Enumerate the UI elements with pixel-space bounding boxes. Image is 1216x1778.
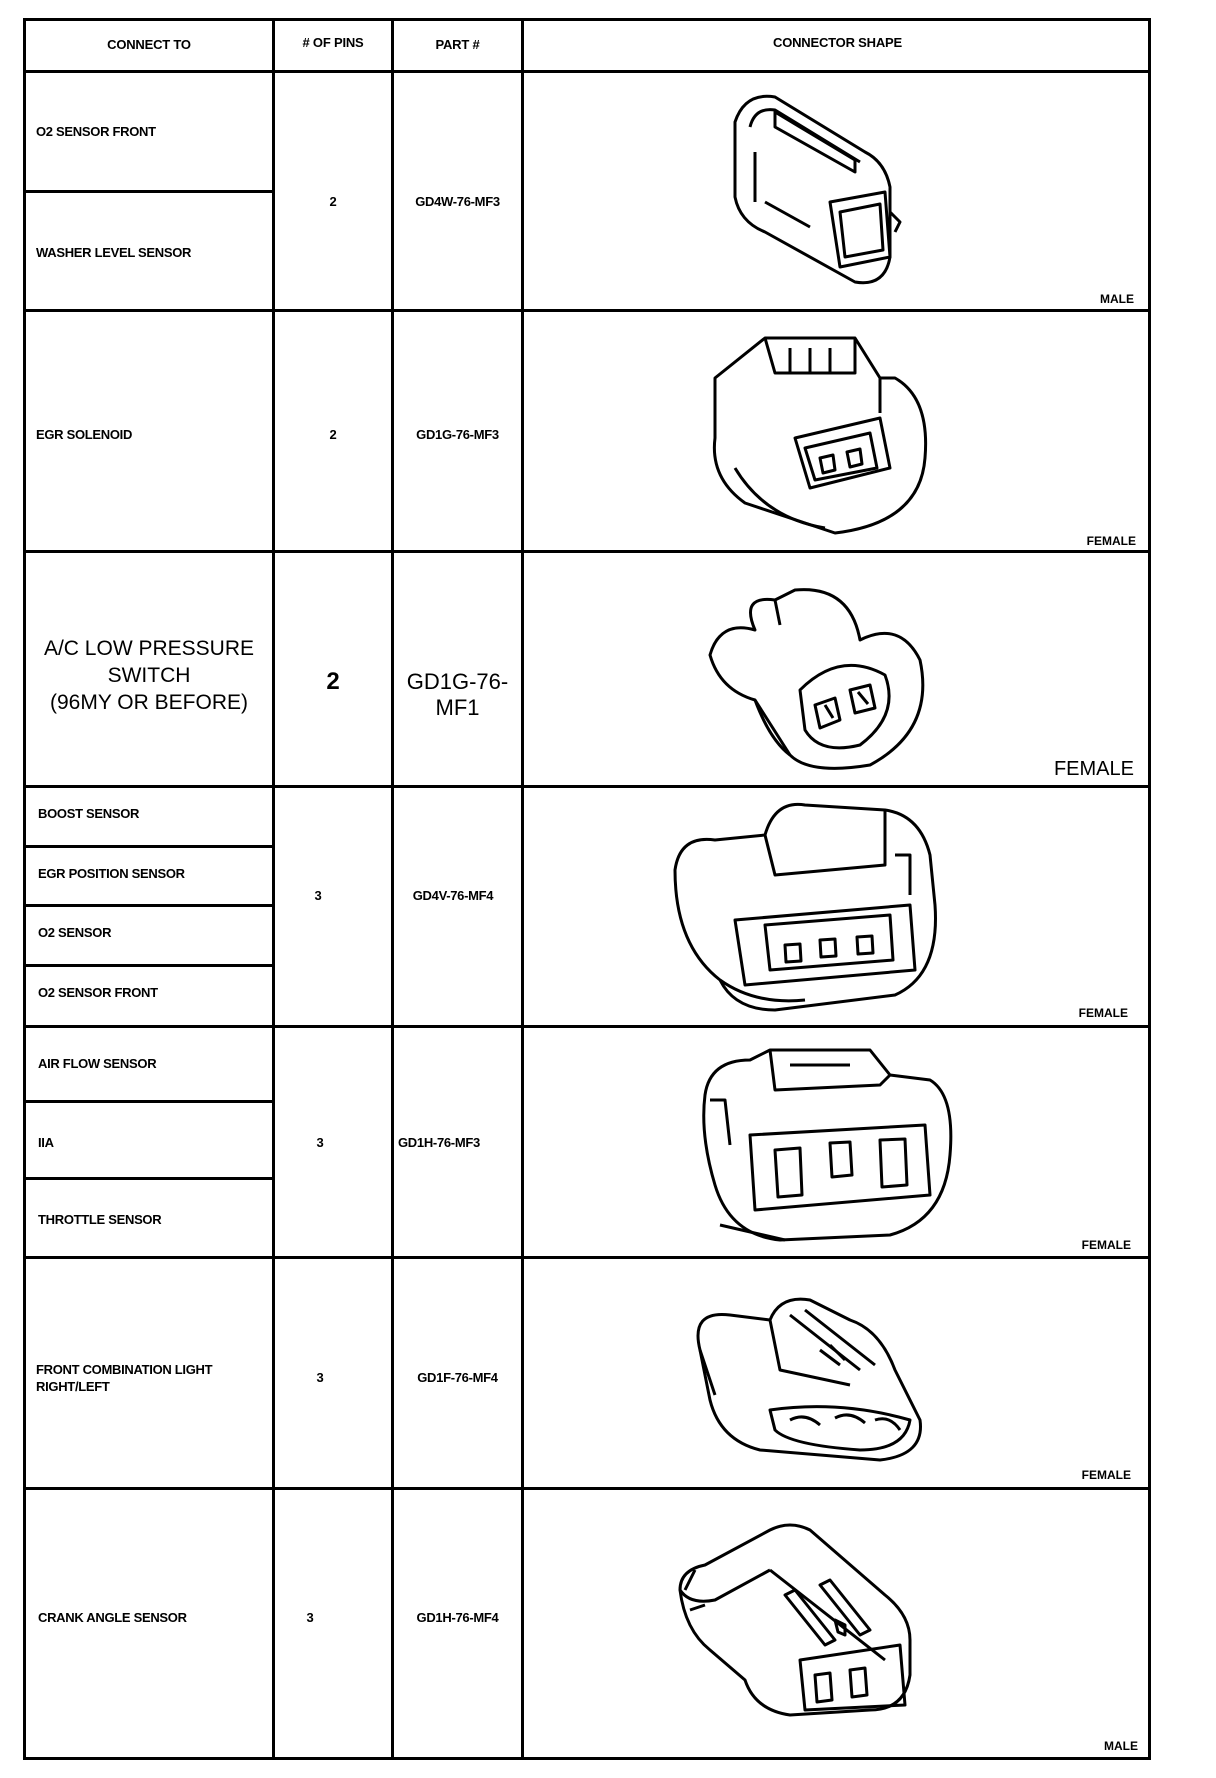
connect-to-line: A/C LOW PRESSURE — [43, 637, 255, 660]
header-divider — [23, 70, 1151, 73]
pin-count: 3 — [316, 1370, 324, 1385]
pin-count: 3 — [306, 1610, 314, 1625]
connect-to-label: EGR POSITION SENSOR — [38, 866, 185, 881]
subrow-divider — [23, 964, 273, 967]
gender-label: MALE — [1104, 1739, 1138, 1753]
pin-count: 2 — [326, 668, 340, 695]
two-pin-female-connector-icon — [712, 336, 928, 535]
connect-to-line: SWITCH — [107, 664, 191, 687]
group-divider — [23, 309, 1151, 312]
gender-label: FEMALE — [1078, 1006, 1128, 1020]
pin-count: 2 — [329, 427, 337, 442]
column-divider — [272, 18, 275, 1760]
gender-label: FEMALE — [1081, 1238, 1131, 1252]
gender-label: FEMALE — [1081, 1468, 1131, 1482]
subrow-divider — [23, 904, 273, 907]
part-number: GD1H-76-MF3 — [398, 1135, 480, 1150]
gender-label: FEMALE — [1053, 758, 1134, 780]
group-divider — [23, 1256, 1151, 1259]
group-divider — [23, 1025, 1151, 1028]
connect-to-label: O2 SENSOR FRONT — [36, 124, 156, 139]
connect-to-label: O2 SENSOR FRONT — [38, 985, 158, 1000]
two-pin-round-female-connector-icon — [708, 588, 925, 770]
header-connect-to: CONNECT TO — [107, 37, 191, 52]
group-divider — [23, 550, 1151, 553]
subrow-divider — [23, 190, 273, 193]
table-frame — [23, 18, 1151, 1760]
connect-to-line: RIGHT/LEFT — [36, 1379, 110, 1394]
subrow-divider — [23, 845, 273, 848]
connect-to-label-large: A/C LOW PRESSURE SWITCH (96MY OR BEFORE) — [26, 635, 272, 716]
subrow-divider — [23, 1177, 273, 1180]
part-number: GD1F-76-MF4 — [417, 1370, 498, 1385]
group-divider — [23, 785, 1151, 788]
part-number: GD1G-76-MF3 — [416, 427, 499, 442]
three-pin-male-connector-icon — [678, 1523, 912, 1717]
connect-to-label: FRONT COMBINATION LIGHT RIGHT/LEFT — [36, 1361, 213, 1395]
connect-to-line: FRONT COMBINATION LIGHT — [36, 1362, 213, 1377]
group-divider — [23, 1487, 1151, 1490]
subrow-divider — [23, 1100, 273, 1103]
part-number: GD4V-76-MF4 — [412, 888, 494, 903]
part-number: GD1G-76-MF1 — [406, 669, 509, 720]
connect-to-label: AIR FLOW SENSOR — [38, 1056, 157, 1071]
pin-count: 3 — [314, 888, 322, 903]
header-connector-shape: CONNECTOR SHAPE — [773, 35, 902, 50]
column-divider — [521, 18, 524, 1760]
connect-to-line: (96MY OR BEFORE) — [50, 691, 248, 714]
gender-label: MALE — [1100, 292, 1134, 306]
connect-to-label: CRANK ANGLE SENSOR — [38, 1610, 187, 1625]
column-divider — [391, 18, 394, 1760]
connect-to-label: THROTTLE SENSOR — [38, 1212, 162, 1227]
gender-label: FEMALE — [1086, 534, 1136, 548]
pin-count: 2 — [329, 194, 337, 209]
part-number: GD1H-76-MF4 — [416, 1610, 499, 1625]
three-pin-wide-female-connector-icon — [702, 1048, 953, 1242]
pin-count: 3 — [316, 1135, 324, 1150]
connect-to-label: O2 SENSOR — [38, 925, 112, 940]
three-pin-slim-female-connector-icon — [696, 1297, 922, 1462]
three-pin-female-connector-icon — [673, 802, 937, 1012]
header-part: PART # — [435, 37, 480, 52]
two-pin-male-connector-icon — [733, 94, 902, 285]
connect-to-label: EGR SOLENOID — [36, 427, 133, 442]
connect-to-label: WASHER LEVEL SENSOR — [36, 245, 192, 260]
header-pins: # OF PINS — [302, 35, 364, 50]
connect-to-label: BOOST SENSOR — [38, 806, 140, 821]
connect-to-label: IIA — [38, 1135, 54, 1150]
part-number: GD4W-76-MF3 — [415, 194, 500, 209]
